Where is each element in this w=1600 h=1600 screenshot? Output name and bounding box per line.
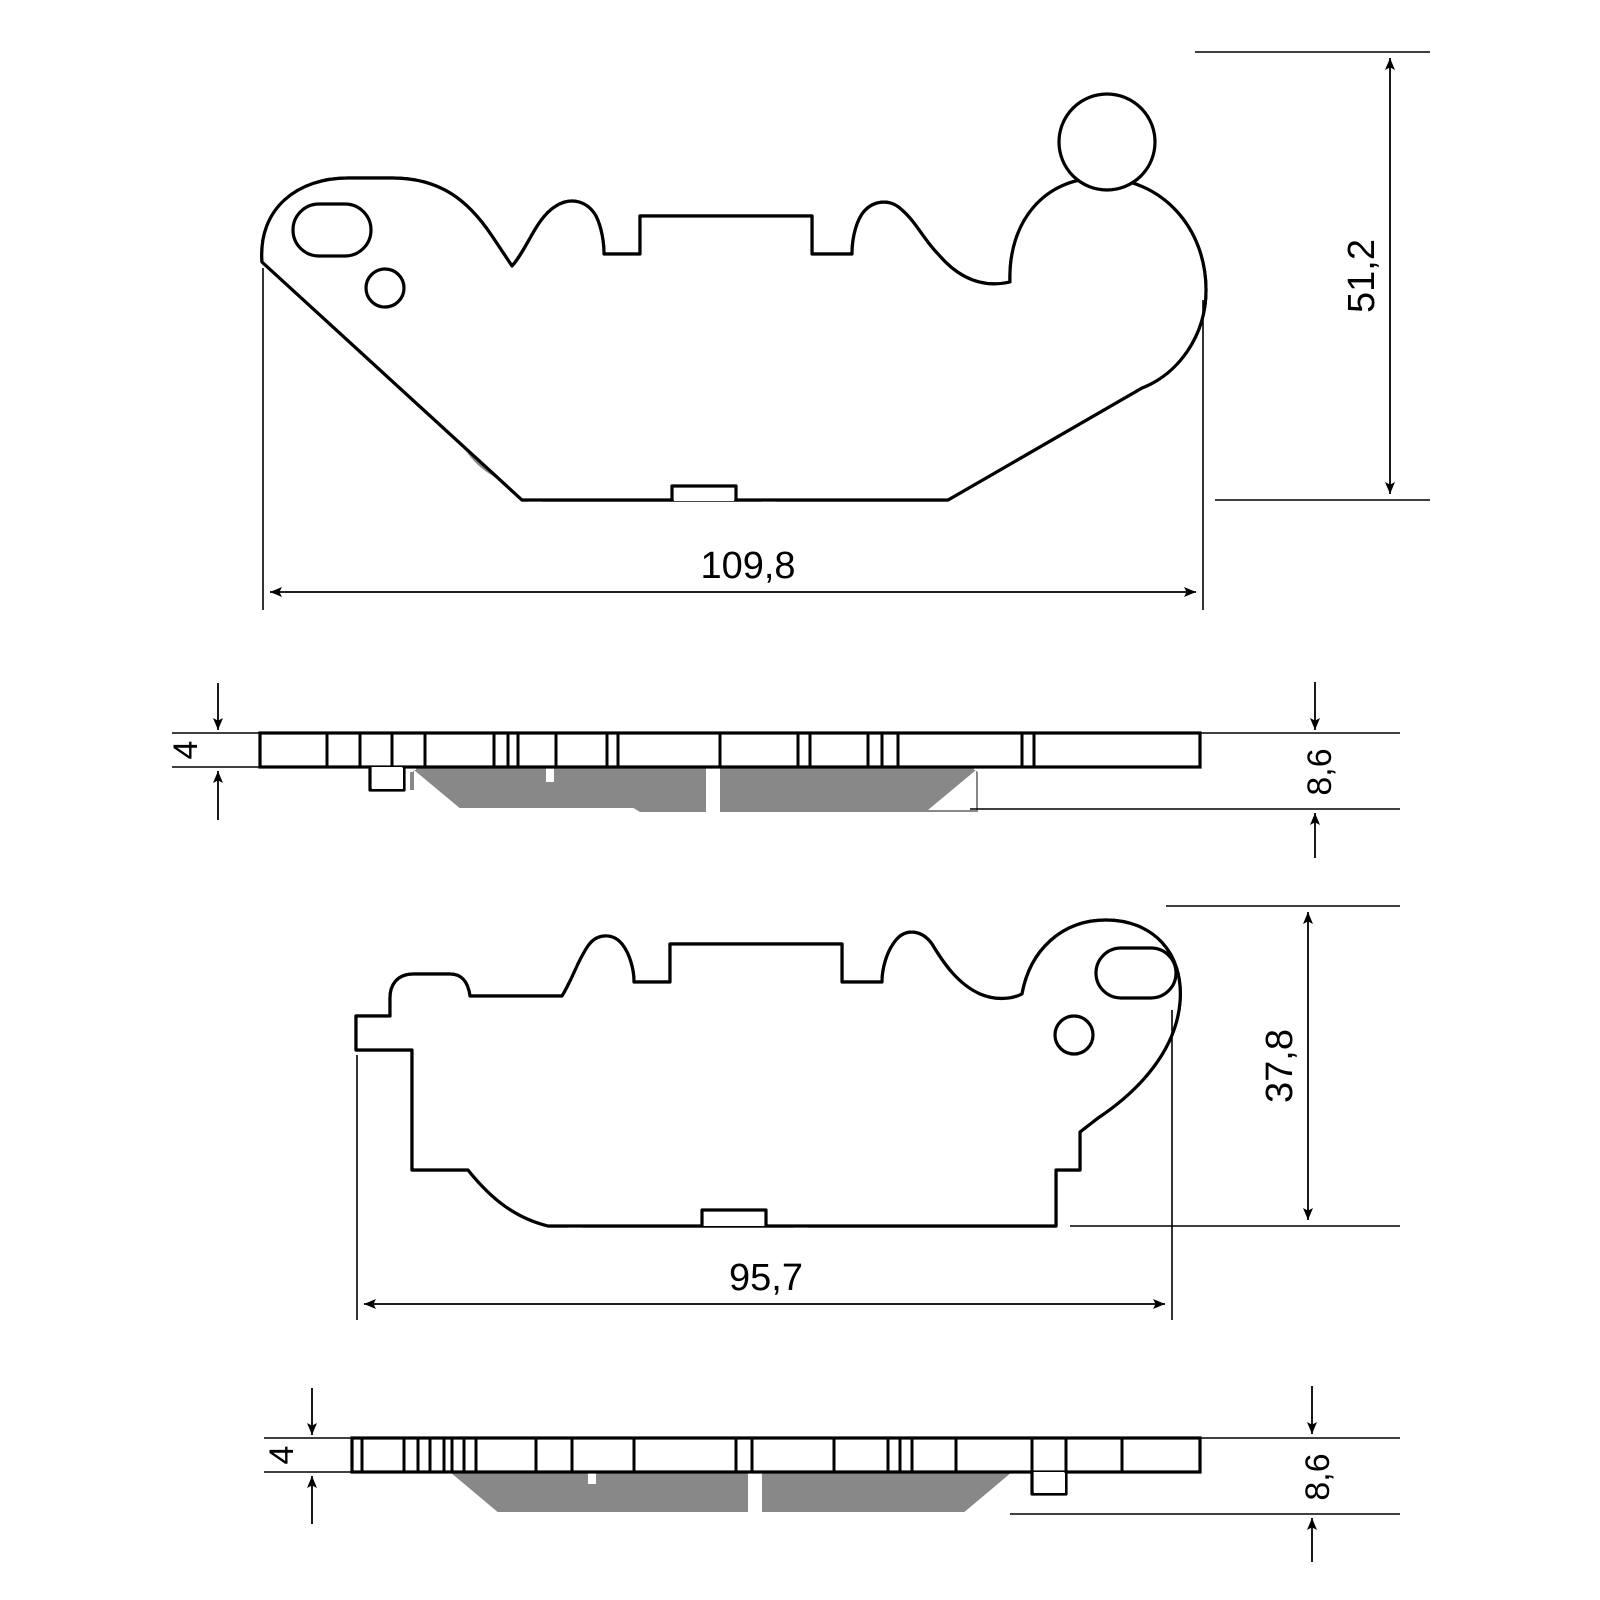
upper-side-friction-right-chamfer — [928, 770, 976, 810]
upper-side-left-tab-fill — [372, 768, 403, 789]
upper-width-dim-label: 109,8 — [700, 545, 795, 587]
upper-total-thickness-label: 8,6 — [1301, 748, 1339, 795]
upper-pad-bottom-notch-fill — [674, 488, 734, 501]
upper-side-view: 4 8,6 — [167, 682, 1400, 858]
upper-side-friction-rect — [416, 768, 974, 808]
lower-width-dim-label: 95,7 — [729, 1257, 803, 1299]
upper-side-friction-center-gap — [706, 768, 720, 812]
lower-side-plate-divisions — [360, 1439, 1124, 1471]
lower-side-friction-rect — [452, 1472, 1010, 1512]
lower-side-backing-plate — [350, 1436, 1202, 1474]
upper-height-dim-label: 51,2 — [1341, 239, 1383, 313]
upper-pad-left-slot-hole — [291, 202, 373, 258]
lower-side-view: 4 8,6 — [263, 1386, 1400, 1562]
upper-pad-right-mounting-hole — [1057, 92, 1157, 192]
lower-side-friction-left-chamfer — [450, 1472, 500, 1514]
upper-plate-thickness-label: 4 — [167, 741, 205, 760]
upper-front-view: 109,8 51,2 — [260, 51, 1430, 610]
lower-side-friction-right-chamfer — [962, 1472, 1012, 1514]
lower-side-friction-center-gap — [748, 1470, 762, 1516]
upper-side-backing-plate — [258, 731, 1202, 769]
upper-side-friction-left-chamfer — [414, 770, 462, 810]
lower-pad-outline-overlay — [354, 918, 1182, 1228]
lower-plate-thickness-label: 4 — [263, 1446, 301, 1465]
lower-pad-bottom-notch-fill — [704, 1212, 764, 1226]
lower-pad-right-pin-hole — [1053, 1014, 1095, 1056]
upper-pad-left-pin-hole — [364, 267, 406, 309]
lower-height-dim-label: 37,8 — [1259, 1029, 1301, 1103]
lower-pad-right-slot-hole — [1094, 946, 1178, 1000]
upper-side-plate-divisions — [325, 734, 1036, 766]
lower-side-right-tab-fill — [1034, 1473, 1065, 1493]
lower-total-thickness-label: 8,6 — [1299, 1453, 1337, 1500]
lower-front-view: 95,7 37,8 — [354, 905, 1400, 1320]
lower-side-friction-left-gap — [588, 1470, 596, 1484]
upper-side-friction-left-gap — [546, 768, 554, 782]
upper-pad-outline-overlay — [260, 176, 1208, 502]
